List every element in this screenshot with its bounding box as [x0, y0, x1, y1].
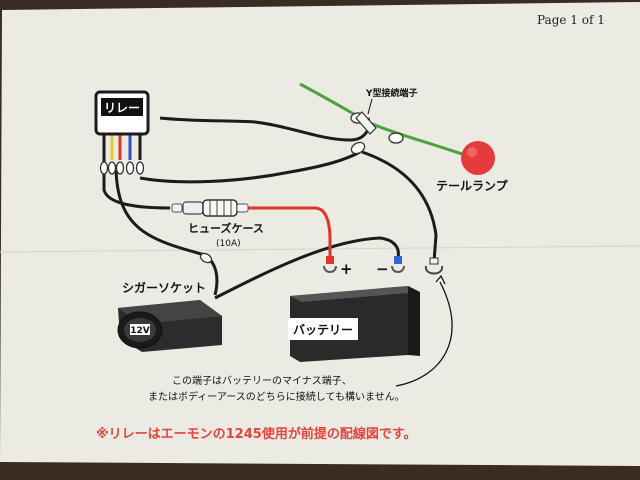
plus-sign: + — [340, 260, 353, 278]
socket-voltage-label: 12V — [130, 326, 150, 336]
fuse-rating-label: (10A) — [216, 239, 241, 249]
black-wire-relay-to-connector-lower — [139, 150, 361, 184]
footer-note: ※リレーはエーモンの1245使用が前提の配線図です。 — [96, 426, 417, 442]
cigar-socket: 12V — [117, 300, 222, 352]
black-wire-relay-to-socket — [114, 164, 219, 296]
black-wire-relay-to-connector-upper — [159, 116, 371, 142]
note-arrow — [395, 281, 453, 387]
fuse-case — [171, 199, 249, 217]
relay-box: リレー — [94, 90, 150, 136]
y-connector — [355, 111, 377, 135]
note-line-2: またはボディーアースのどちらに接続しても構いません。 — [148, 390, 405, 403]
red-wire-fuse-to-plus — [248, 206, 332, 262]
plus-terminal — [323, 256, 337, 273]
battery-label: バッテリー — [293, 323, 353, 337]
battery: バッテリー — [288, 286, 420, 362]
cigar-socket-label: シガーソケット — [122, 280, 206, 295]
note-arrowhead — [435, 274, 446, 285]
tail-lamp-label: テールランプ — [436, 178, 509, 193]
paper-fold — [0, 245, 640, 253]
black-wire-to-ground — [361, 150, 438, 263]
minus-sign: − — [376, 260, 389, 278]
note-line-1: この端子はバッテリーのマイナス端子、 — [172, 374, 352, 387]
black-wire-socket-to-minus — [214, 236, 400, 300]
crimp-connectors — [99, 112, 404, 264]
minus-terminal — [391, 256, 405, 273]
ground-terminal — [424, 257, 444, 275]
relay-label: リレー — [104, 101, 140, 115]
fuse-case-label: ヒューズケース — [188, 221, 264, 235]
y-connector-pointer — [367, 98, 373, 115]
page-number: Page 1 of 1 — [537, 13, 605, 27]
y-connector-label: Y型接続端子 — [365, 87, 418, 99]
tail-lamp — [461, 141, 495, 175]
